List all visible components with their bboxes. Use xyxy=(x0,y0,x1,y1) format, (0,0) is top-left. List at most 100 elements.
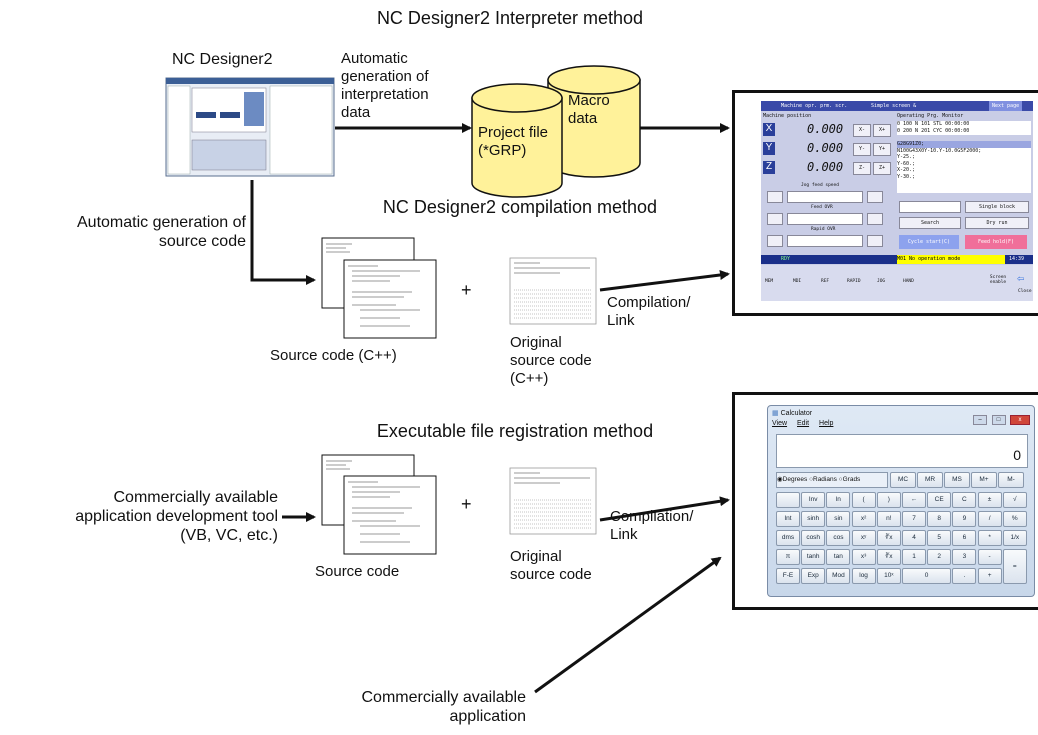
nc-tab-simple[interactable]: Simple screen & xyxy=(871,103,917,109)
maximize-icon[interactable]: □ xyxy=(991,415,1006,425)
calc-key[interactable]: 1 xyxy=(902,549,926,565)
calc-key[interactable]: % xyxy=(1002,511,1027,527)
calc-key[interactable]: x² xyxy=(851,511,876,527)
nc-key-screen-enable[interactable]: Screen enable xyxy=(989,275,1007,285)
menu-help[interactable]: Help xyxy=(819,420,834,427)
calc-key[interactable]: cos xyxy=(826,530,851,546)
nc-search-button[interactable]: Search xyxy=(899,217,961,229)
nc-key-jog[interactable]: JOG xyxy=(877,279,886,284)
nc-jog-plus-button[interactable] xyxy=(867,191,883,203)
nc-tab-next[interactable]: Next page xyxy=(989,101,1023,111)
ms-button[interactable]: MS xyxy=(944,472,970,488)
calc-key[interactable]: - xyxy=(977,549,1002,565)
calc-key[interactable]: 5 xyxy=(927,530,952,546)
calc-key[interactable]: 9 xyxy=(952,511,977,527)
close-icon[interactable]: x xyxy=(1010,415,1030,425)
calc-key[interactable]: 4 xyxy=(902,530,926,546)
nc-rapid-field[interactable] xyxy=(787,235,863,247)
nc-rapid-minus-button[interactable] xyxy=(767,235,783,247)
radio-degrees[interactable]: ◉Degrees xyxy=(777,476,808,483)
menu-view[interactable]: View xyxy=(772,420,788,427)
nc-key-mdi[interactable]: MDI xyxy=(793,279,802,284)
calc-key[interactable]: Mod xyxy=(826,568,851,584)
calc-key[interactable]: n! xyxy=(876,511,901,527)
nc-jog-minus-button[interactable] xyxy=(767,191,783,203)
nc-key-rapid[interactable]: RAPID xyxy=(847,279,861,284)
calc-key[interactable]: dms xyxy=(776,530,800,546)
calc-key[interactable]: = xyxy=(1002,549,1027,584)
nc-axis-row: X 0.000 X- X+ xyxy=(763,121,893,140)
nc-key-hand[interactable]: HAND xyxy=(903,279,914,284)
mr-button[interactable]: MR xyxy=(917,472,943,488)
nc-axis-label: Z xyxy=(763,161,775,174)
nc-feed-minus-button[interactable] xyxy=(767,213,783,225)
radio-radians[interactable]: ○Radians xyxy=(809,476,837,483)
calc-key[interactable]: Exp xyxy=(801,568,826,584)
m-plus-button[interactable]: M+ xyxy=(971,472,997,488)
calc-key[interactable]: ) xyxy=(876,492,901,508)
m-minus-button[interactable]: M- xyxy=(998,472,1024,488)
calc-key[interactable]: tanh xyxy=(801,549,826,565)
calc-key[interactable]: 6 xyxy=(952,530,977,546)
calc-key[interactable]: tan xyxy=(826,549,851,565)
nc-feed-field[interactable] xyxy=(787,213,863,225)
macro-data-label: Macro data xyxy=(568,92,610,127)
calc-key[interactable]: ← xyxy=(902,492,926,508)
nc-status-message: M01 No operation mode xyxy=(897,255,1005,264)
radio-grads[interactable]: ○Grads xyxy=(838,476,861,483)
calc-key[interactable]: ( xyxy=(851,492,876,508)
calc-key[interactable]: 7 xyxy=(902,511,926,527)
calc-key[interactable]: / xyxy=(977,511,1002,527)
nc-jog-field[interactable] xyxy=(787,191,863,203)
calc-key[interactable]: Int xyxy=(776,511,800,527)
nc-feed-plus-button[interactable] xyxy=(867,213,883,225)
calc-key[interactable]: log xyxy=(851,568,876,584)
menu-edit[interactable]: Edit xyxy=(797,420,810,427)
nc-cycle-start-button[interactable]: Cycle start(C) xyxy=(899,235,959,249)
calc-key[interactable]: Inv xyxy=(801,492,826,508)
nc-key-close[interactable]: Close xyxy=(1018,289,1032,294)
nc-axis-minus-button[interactable]: X- xyxy=(853,124,871,137)
nc-axis-minus-button[interactable]: Y- xyxy=(853,143,871,156)
back-arrow-icon[interactable]: ⇦ xyxy=(1017,271,1025,285)
nc-dry-run-button[interactable]: Dry run xyxy=(965,217,1029,229)
calc-key[interactable]: * xyxy=(977,530,1002,546)
calc-key[interactable]: C xyxy=(952,492,977,508)
nc-key-mem[interactable]: MEM xyxy=(765,279,774,284)
nc-tab-machine[interactable]: Machine opr. prm. scr. xyxy=(781,103,848,109)
calc-key[interactable]: xʸ xyxy=(851,530,876,546)
calc-key[interactable]: cosh xyxy=(801,530,826,546)
calc-key[interactable]: ∛x xyxy=(876,549,901,565)
calc-key[interactable]: ± xyxy=(977,492,1002,508)
calc-key[interactable]: √ xyxy=(1002,492,1027,508)
calc-key[interactable] xyxy=(776,492,800,508)
calc-key[interactable]: CE xyxy=(927,492,952,508)
nc-feed-hold-button[interactable]: Feed hold(F) xyxy=(965,235,1027,249)
calc-key[interactable]: x³ xyxy=(851,549,876,565)
mc-button[interactable]: MC xyxy=(890,472,916,488)
nc-single-block-button[interactable]: Single block xyxy=(965,201,1029,213)
nc-axis-plus-button[interactable]: X+ xyxy=(873,124,891,137)
nc-key-ref[interactable]: REF xyxy=(821,279,830,284)
calc-key[interactable]: 3 xyxy=(952,549,977,565)
calc-key[interactable]: 0 xyxy=(902,568,952,584)
calc-key[interactable]: 10ˣ xyxy=(876,568,901,584)
calc-key[interactable]: π xyxy=(776,549,800,565)
calc-key[interactable]: 2 xyxy=(927,549,952,565)
calc-key[interactable]: 8 xyxy=(927,511,952,527)
nc-search-field[interactable] xyxy=(899,201,961,213)
nc-axis-minus-button[interactable]: Z- xyxy=(853,162,871,175)
calc-key[interactable]: ln xyxy=(826,492,851,508)
calc-key[interactable]: sin xyxy=(826,511,851,527)
calc-key[interactable]: 1/x xyxy=(1002,530,1027,546)
source-cpp-doc-stack xyxy=(321,237,437,339)
nc-axis-plus-button[interactable]: Y+ xyxy=(873,143,891,156)
calc-key[interactable]: sinh xyxy=(801,511,826,527)
calc-key[interactable]: ∛x xyxy=(876,530,901,546)
calc-key[interactable]: . xyxy=(952,568,977,584)
minimize-icon[interactable]: – xyxy=(973,415,988,425)
nc-rapid-plus-button[interactable] xyxy=(867,235,883,247)
nc-axis-plus-button[interactable]: Z+ xyxy=(873,162,891,175)
calc-key[interactable]: F-E xyxy=(776,568,800,584)
calc-key[interactable]: + xyxy=(977,568,1002,584)
